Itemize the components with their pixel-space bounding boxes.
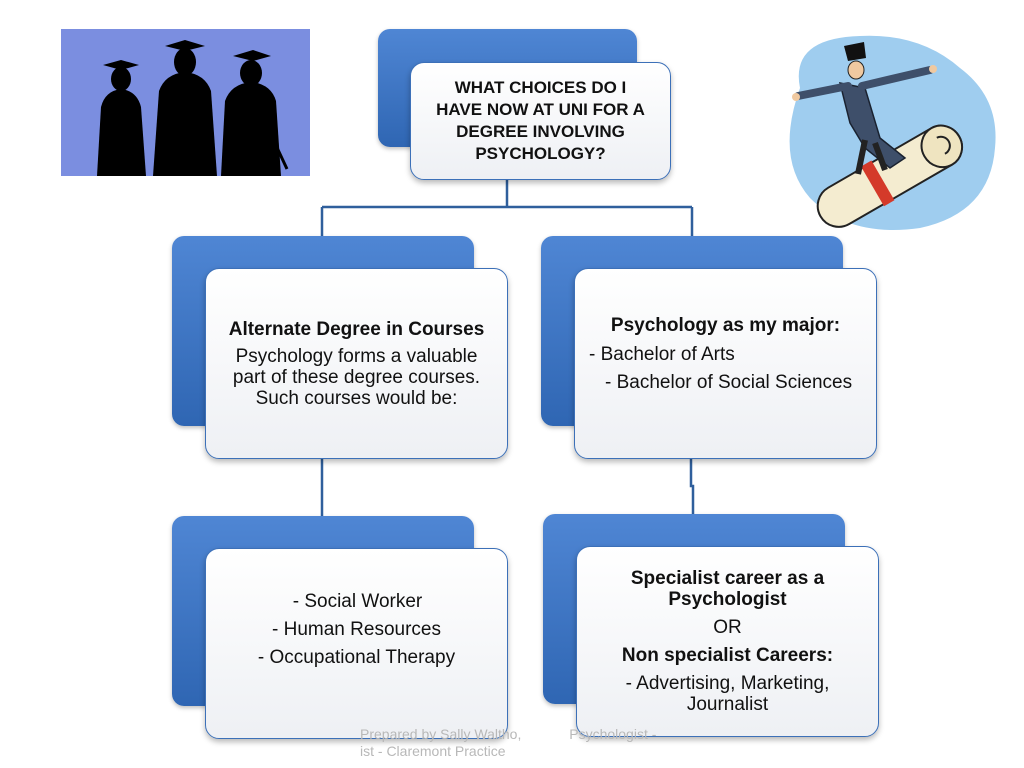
alternate-degree-node: Alternate Degree in Courses Psychology f… xyxy=(205,268,508,459)
footer-line-1: Prepared by Sally Waltho, Psychologist - xyxy=(360,726,680,743)
psychology-major-item-2: - Bachelor of Social Sciences xyxy=(605,371,853,393)
courses-list-node: - Social Worker - Human Resources - Occu… xyxy=(205,548,508,739)
course-item-2: - Human Resources xyxy=(272,619,441,640)
course-item-3: - Occupational Therapy xyxy=(257,647,456,668)
footer-line-2: ist - Claremont Practice xyxy=(360,743,506,759)
root-line-3: DEGREE INVOLVING xyxy=(456,122,625,141)
psychology-major-title: Psychology as my major: xyxy=(610,314,841,336)
footer-role: Psychologist - xyxy=(569,726,657,742)
careers-node: Specialist career as a Psychologist OR N… xyxy=(576,546,879,737)
careers-or: OR xyxy=(713,617,742,638)
graduates-silhouette-image xyxy=(61,29,310,176)
root-line-2: HAVE NOW AT UNI FOR A xyxy=(436,100,645,119)
root-line-1: WHAT CHOICES DO I xyxy=(454,78,627,97)
root-line-4: PSYCHOLOGY? xyxy=(475,144,606,163)
alternate-degree-body-1: Psychology forms a valuable xyxy=(235,345,478,367)
footer-author: Prepared by Sally Waltho, xyxy=(360,726,522,742)
careers-title-line-2: Psychologist xyxy=(668,589,787,610)
alternate-degree-body-3: Such courses would be: xyxy=(255,387,458,409)
slide-footer: Prepared by Sally Waltho, Psychologist -… xyxy=(360,726,680,760)
root-node: WHAT CHOICES DO I HAVE NOW AT UNI FOR A … xyxy=(410,62,671,180)
careers-non-specialist: Non specialist Careers: xyxy=(621,645,834,666)
course-item-1: - Social Worker xyxy=(292,591,423,612)
careers-example-2: Journalist xyxy=(686,694,769,715)
psychology-major-node: Psychology as my major: - Bachelor of Ar… xyxy=(574,268,877,459)
careers-title-line-1: Specialist career as a xyxy=(630,568,825,589)
psychology-major-item-1: - Bachelor of Arts xyxy=(589,343,735,365)
graduate-surfer-clipart xyxy=(770,28,1000,236)
alternate-degree-body-2: part of these degree courses. xyxy=(232,366,481,388)
alternate-degree-title: Alternate Degree in Courses xyxy=(228,318,485,340)
careers-example-1: - Advertising, Marketing, xyxy=(625,673,830,694)
